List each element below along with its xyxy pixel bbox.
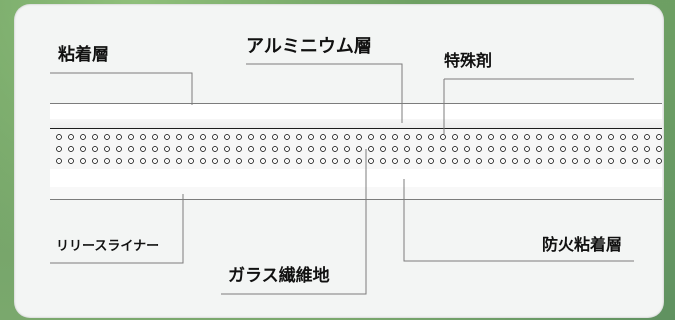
special-agent-label: 特殊剤 bbox=[444, 51, 493, 70]
release-liner-band bbox=[50, 187, 662, 200]
special-agent-leader-line bbox=[443, 78, 634, 134]
release-liner-leader-line bbox=[50, 194, 184, 264]
adhesive-leader-line bbox=[50, 72, 193, 105]
glass-fiber-layer-band bbox=[50, 128, 662, 171]
diagram-panel: 粘着層 アルミニウム層 特殊剤 リリースライナー 防火粘着層 ガラス繊維地 bbox=[14, 4, 664, 318]
leader-lines bbox=[50, 63, 634, 295]
diagram-canvas: 粘着層 アルミニウム層 特殊剤 リリースライナー 防火粘着層 ガラス繊維地 bbox=[14, 4, 664, 318]
glass-fiber-base-label: ガラス繊維地 bbox=[228, 266, 330, 286]
glass-fiber-leader-line bbox=[221, 149, 367, 295]
adhesive-layer-label: 粘着層 bbox=[58, 45, 109, 65]
fire-adhesive-leader-line bbox=[403, 179, 634, 262]
aluminum-layer-label: アルミニウム層 bbox=[246, 36, 372, 57]
aluminum-leader-line bbox=[246, 63, 403, 123]
release-liner-label: リリースライナー bbox=[56, 239, 160, 254]
fire-resistant-adhesive-layer-label: 防火粘着層 bbox=[542, 235, 623, 254]
